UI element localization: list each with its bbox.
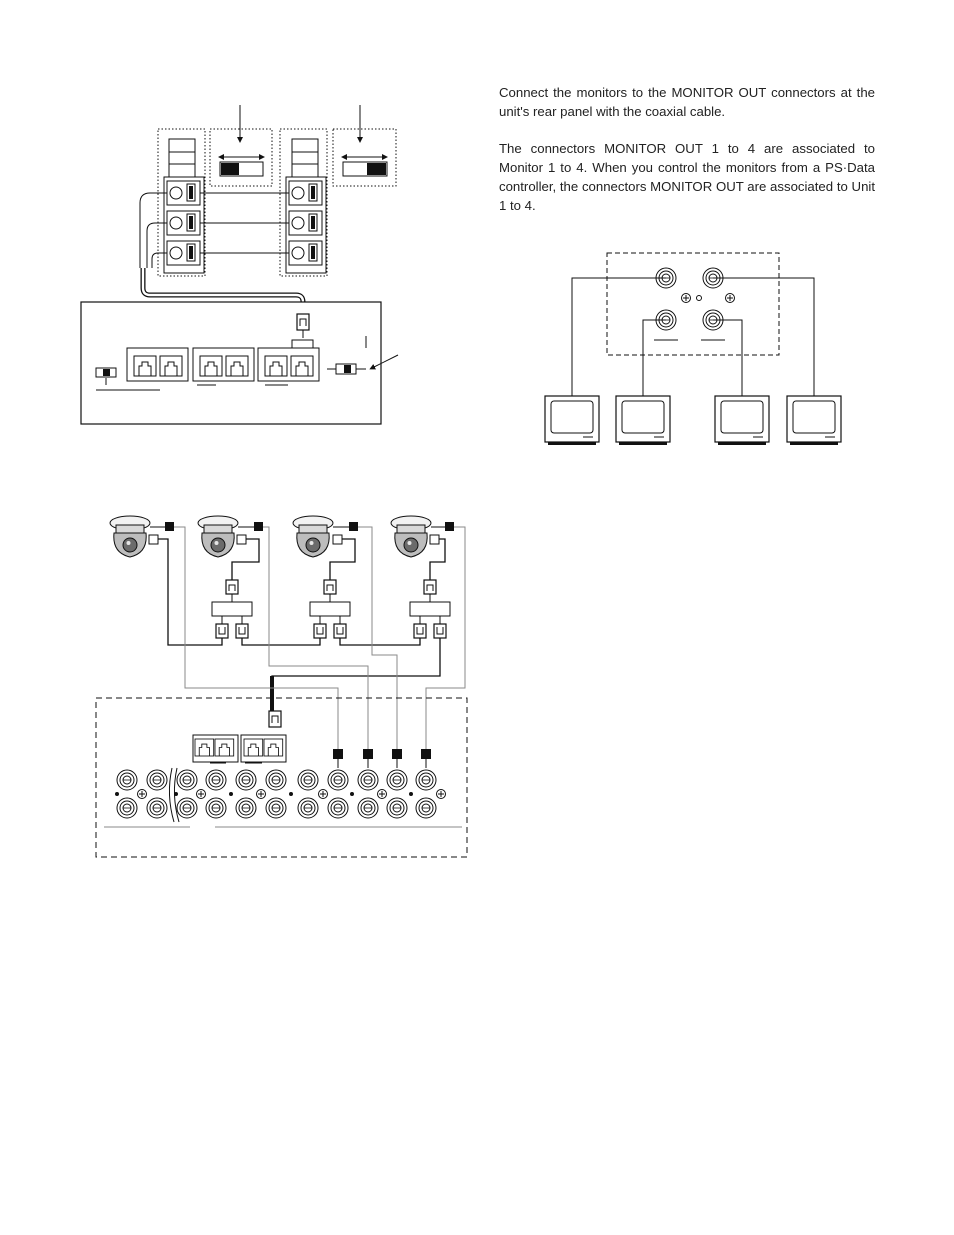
monitor-out-panel-outline bbox=[606, 252, 780, 356]
camera-module-1-outline bbox=[157, 128, 206, 277]
monitor-4-icon bbox=[786, 395, 842, 446]
bnc-connector-rows bbox=[115, 767, 446, 823]
interconnect-wires bbox=[139, 192, 289, 268]
instruction-paragraph-2: The connectors MONITOR OUT 1 to 4 are as… bbox=[499, 141, 875, 213]
monitor-2-icon bbox=[615, 395, 671, 446]
monitor-3-icon bbox=[714, 395, 770, 446]
rj-plug-icon bbox=[296, 313, 310, 331]
modular-jacks bbox=[126, 347, 320, 382]
dome-camera-icon bbox=[390, 515, 432, 558]
instruction-paragraph-1: Connect the monitors to the MONITOR OUT … bbox=[499, 85, 875, 119]
camera-connection-diagram bbox=[95, 515, 468, 858]
panel-modular-jacks bbox=[192, 734, 287, 764]
camera-module-2-outline bbox=[279, 128, 328, 277]
module-1-ports bbox=[166, 180, 201, 266]
connection-diagram-data-port bbox=[80, 105, 399, 425]
coax-cables bbox=[174, 526, 466, 749]
module-2-ports bbox=[288, 180, 323, 266]
dome-camera-icon bbox=[197, 515, 239, 558]
junction-box-icon bbox=[211, 579, 253, 639]
monitor-cables bbox=[571, 277, 815, 396]
dome-camera-icon bbox=[292, 515, 334, 558]
switch-2-outline bbox=[332, 128, 397, 187]
monitor-connection-diagram bbox=[544, 252, 842, 446]
rj-plug-icon bbox=[268, 710, 282, 728]
junction-box-icon bbox=[309, 579, 351, 639]
dome-camera-icon bbox=[109, 515, 151, 558]
monitor-1-icon bbox=[544, 395, 600, 446]
junction-box-icon bbox=[409, 579, 451, 639]
unit-rear-panel-outline bbox=[95, 697, 468, 858]
